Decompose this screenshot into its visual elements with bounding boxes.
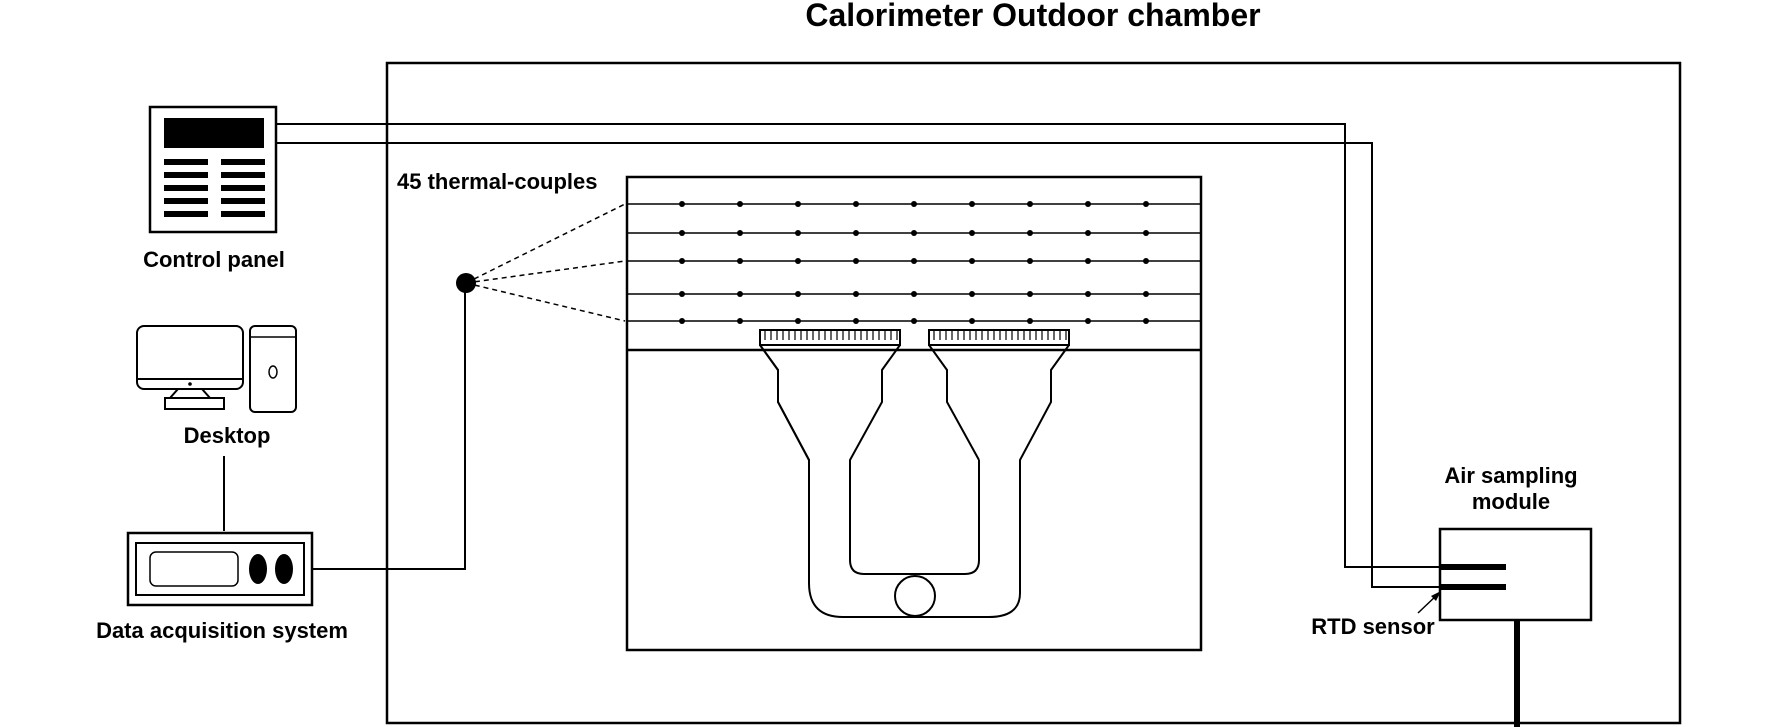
thermocouple-point xyxy=(679,201,685,207)
thermocouple-point xyxy=(795,201,801,207)
thermocouple-point xyxy=(911,201,917,207)
rtd-probe-lower xyxy=(1440,584,1506,590)
thermocouple-point xyxy=(1143,291,1149,297)
thermocouple-point xyxy=(969,201,975,207)
thermocouple-junction xyxy=(456,273,476,293)
control-cable-upper xyxy=(276,123,1440,568)
rtd-pointer-head xyxy=(1431,591,1441,601)
thermocouple-point xyxy=(679,291,685,297)
right-fan-grille-ticks xyxy=(933,331,1067,340)
thermocouple-point xyxy=(679,230,685,236)
thermocouple-point xyxy=(1085,258,1091,264)
thermocouples-label: 45 thermal-couples xyxy=(397,169,598,194)
thermocouple-point xyxy=(795,291,801,297)
thermocouple-point xyxy=(911,258,917,264)
thermocouple-point xyxy=(969,258,975,264)
thermocouple-point xyxy=(795,258,801,264)
rtd-sensor-label: RTD sensor xyxy=(1311,614,1435,639)
daq-label: Data acquisition system xyxy=(96,618,348,643)
outdoor-chamber xyxy=(385,61,1682,725)
control-cable-lower xyxy=(276,142,1440,588)
diagram-title: Calorimeter Outdoor chamber xyxy=(805,0,1260,33)
thermocouple-point xyxy=(853,230,859,236)
thermocouple-point xyxy=(737,318,743,324)
daq-thermocouple-cable xyxy=(312,283,466,570)
thermocouple-point xyxy=(853,201,859,207)
air-sampling-label-line2: module xyxy=(1472,489,1550,514)
thermocouple-point xyxy=(1027,201,1033,207)
thermocouple-point xyxy=(1027,318,1033,324)
rtd-probe-upper xyxy=(1440,564,1506,570)
compressor xyxy=(894,575,936,617)
thermocouple-point xyxy=(1085,318,1091,324)
thermocouple-point xyxy=(737,258,743,264)
thermocouple-point xyxy=(853,318,859,324)
test-section xyxy=(625,175,1203,652)
thermocouple-point xyxy=(1027,291,1033,297)
daq-icon xyxy=(126,531,314,607)
desktop-icon xyxy=(136,325,297,413)
thermocouple-point xyxy=(1027,230,1033,236)
control-panel-icon xyxy=(148,105,278,234)
thermocouple-point xyxy=(969,318,975,324)
control-panel-label: Control panel xyxy=(143,247,285,272)
air-sampling-module xyxy=(1438,527,1593,622)
thermocouple-point xyxy=(1143,318,1149,324)
thermocouple-leads xyxy=(465,203,626,322)
thermocouple-point xyxy=(853,291,859,297)
thermocouple-point xyxy=(911,318,917,324)
thermocouple-point xyxy=(795,230,801,236)
thermocouple-point xyxy=(853,258,859,264)
left-fan-grille-ticks xyxy=(764,331,898,340)
thermocouple-point xyxy=(1143,230,1149,236)
thermocouple-point xyxy=(969,230,975,236)
thermocouple-point xyxy=(737,230,743,236)
outdoor-unit xyxy=(759,329,1070,619)
thermocouple-point xyxy=(1085,291,1091,297)
thermocouple-point xyxy=(1027,258,1033,264)
thermocouple-point xyxy=(911,291,917,297)
thermocouple-point xyxy=(679,258,685,264)
thermocouple-point xyxy=(1143,201,1149,207)
thermocouple-point xyxy=(737,201,743,207)
thermocouple-point xyxy=(679,318,685,324)
desktop-label: Desktop xyxy=(184,423,271,448)
thermocouple-grid xyxy=(627,201,1201,324)
thermocouple-point xyxy=(1085,201,1091,207)
thermocouple-point xyxy=(1143,258,1149,264)
thermocouple-point xyxy=(911,230,917,236)
thermocouple-point xyxy=(1085,230,1091,236)
air-sampling-label-line1: Air sampling xyxy=(1444,463,1577,488)
thermocouple-point xyxy=(969,291,975,297)
thermocouple-point xyxy=(737,291,743,297)
thermocouple-point xyxy=(795,318,801,324)
